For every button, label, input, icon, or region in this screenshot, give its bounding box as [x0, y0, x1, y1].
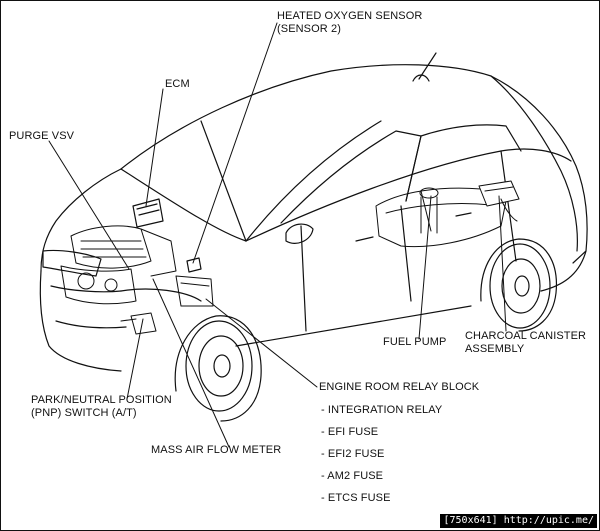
relay-item: - EFI2 FUSE — [321, 448, 385, 460]
leader-fuel-pump — [418, 195, 432, 340]
rear-wheel — [480, 238, 558, 332]
fuel-system — [375, 180, 520, 248]
label-assembly: ASSEMBLY — [465, 343, 525, 355]
ecm-unit — [132, 198, 164, 228]
label-pnp-switch: (PNP) SWITCH (A/T) — [31, 407, 137, 419]
label-fuel-pump: FUEL PUMP — [383, 336, 447, 348]
relay-item: - EFI FUSE — [321, 426, 379, 438]
leader-mass-air-flow-meter — [152, 278, 230, 448]
leader-lines — [48, 22, 507, 448]
label-ecm: ECM — [165, 78, 190, 90]
leader-charcoal-canister — [498, 195, 507, 332]
relay-item: - INTEGRATION RELAY — [321, 404, 443, 416]
label-mass-air-flow-meter: MASS AIR FLOW METER — [151, 444, 282, 456]
label-engine-room-relay-block: ENGINE ROOM RELAY BLOCK — [319, 381, 480, 393]
leader-heated-oxygen-sensor — [192, 22, 278, 264]
upic-watermark: [750x641] http://upic.me/ — [440, 514, 597, 528]
label-park-neutral-position: PARK/NEUTRAL POSITION — [31, 394, 172, 406]
leader-relay-block — [205, 298, 318, 388]
label-sensor-2: (SENSOR 2) — [277, 23, 341, 35]
label-purge-vsv: PURGE VSV — [9, 130, 75, 142]
engine-assembly — [60, 225, 214, 335]
leader-ecm — [145, 88, 164, 207]
car-body — [39, 52, 588, 372]
front-wheel — [174, 315, 262, 422]
label-charcoal-canister: CHARCOAL CANISTER — [465, 330, 587, 342]
leader-pnp-switch — [126, 318, 144, 400]
relay-item: - AM2 FUSE — [321, 470, 384, 482]
leader-purge-vsv — [48, 140, 130, 270]
relay-item: - ETCS FUSE — [321, 492, 391, 504]
oxygen-sensor-unit — [186, 257, 202, 273]
label-heated-oxygen-sensor: HEATED OXYGEN SENSOR — [277, 10, 423, 22]
